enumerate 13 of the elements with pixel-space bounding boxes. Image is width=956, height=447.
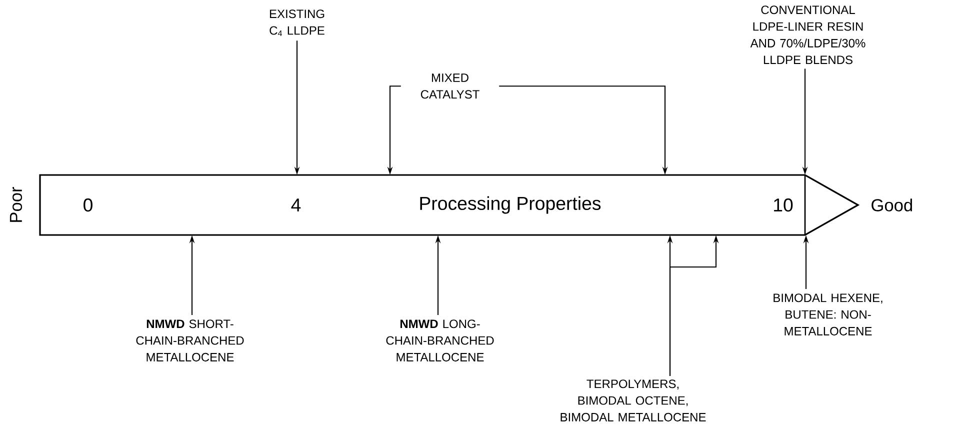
end-label: Poor — [10, 187, 22, 222]
scale-label: 4 — [291, 198, 301, 212]
annotation-text: EXISTING C$_{4}$ LLDPE — [270, 10, 324, 36]
annotation-text: NMWD LONG-CHAIN-BRANCHED METALLOCENE — [386, 320, 494, 362]
annotation-text: NMWD SHORT-CHAIN-BRANCHED METALLOCENE — [136, 320, 244, 362]
axis-title: Processing Properties — [420, 196, 601, 214]
end-label: Good — [872, 198, 912, 212]
annotation-text: TERPOLYMERS, BIMODAL OCTENE, BIMODAL METALLOCENE — [560, 380, 706, 422]
scale-label: 0 — [84, 198, 92, 212]
annotation-text: CONVENTIONAL LDPE-LINER RESIN AND 70%/LDPE/30% LLDPE BLENDS — [750, 6, 866, 64]
scale-label: 10 — [774, 198, 793, 212]
annotation-text: MIXED CATALYST — [420, 74, 480, 99]
annotation-text: BIMODAL HEXENE, BUTENE: NON-METALLOCENE — [774, 294, 882, 336]
